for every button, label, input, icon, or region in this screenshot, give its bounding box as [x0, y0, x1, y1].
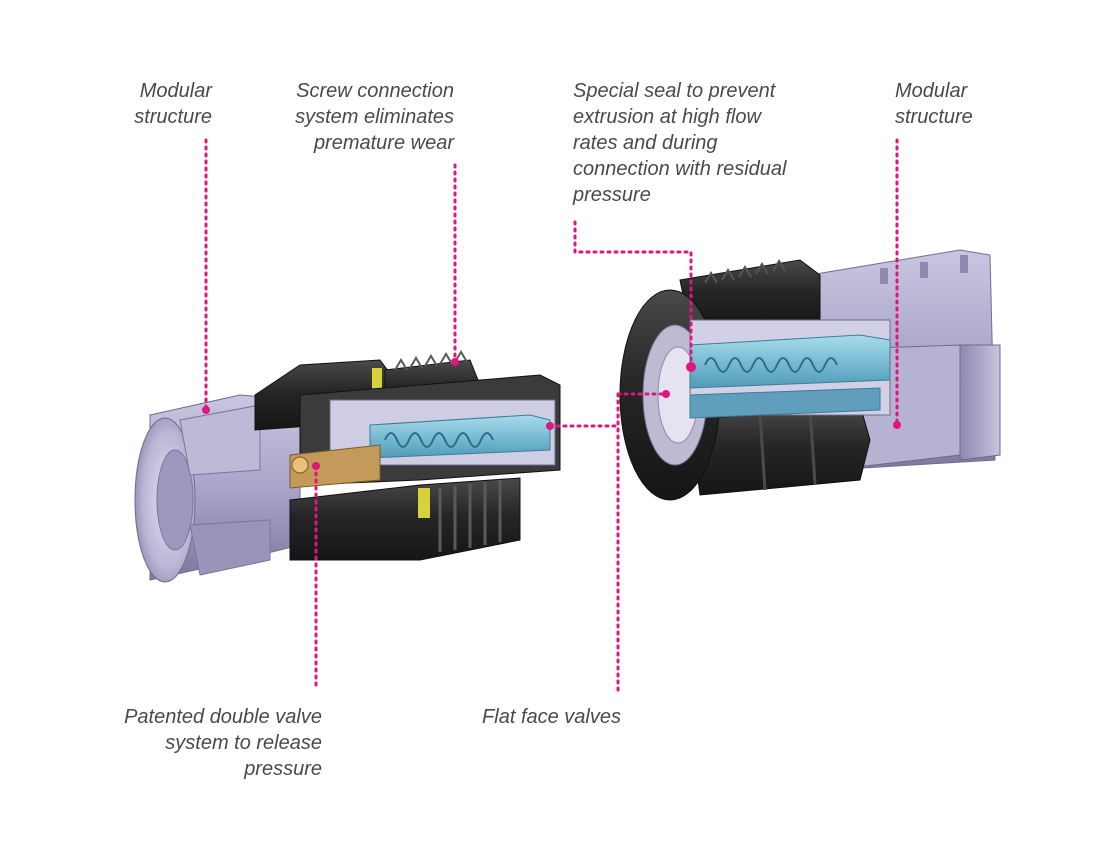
left-coupling-thread-bottom: [438, 480, 502, 552]
left-coupling-poppet: [289, 444, 381, 489]
label-screw-connection: Screw connection system eliminates prema…: [295, 80, 454, 154]
label-flat-face-valves: Flat face valves: [482, 706, 621, 728]
left-coupling-spring: [384, 432, 494, 448]
right-coupling-thread: [704, 259, 786, 284]
left-coupling: [134, 350, 561, 583]
right-coupling-bore-end: [959, 344, 1001, 461]
left-coupling-cut-face: [179, 404, 261, 476]
label-modular-structure-left: Modular structure: [134, 80, 212, 128]
label-special-seal: Special seal to prevent extrusion at hig…: [573, 80, 787, 206]
leader-endpoints: [202, 358, 901, 470]
label-patented-double-valve: Patented double valve system to release …: [124, 706, 322, 780]
left-coupling-yellow-marker-bottom: [418, 488, 430, 518]
right-coupling-spring: [704, 357, 838, 373]
right-coupling: [619, 249, 1001, 501]
leader-special-seal: [573, 220, 693, 369]
leader-lines: [204, 138, 899, 697]
left-coupling-bore: [156, 449, 194, 551]
right-coupling-valve: [689, 334, 891, 389]
left-coupling-yellow-marker-top: [372, 368, 382, 390]
label-modular-structure-right: Modular structure: [895, 80, 973, 128]
left-coupling-lower-sleeve: [289, 477, 521, 561]
